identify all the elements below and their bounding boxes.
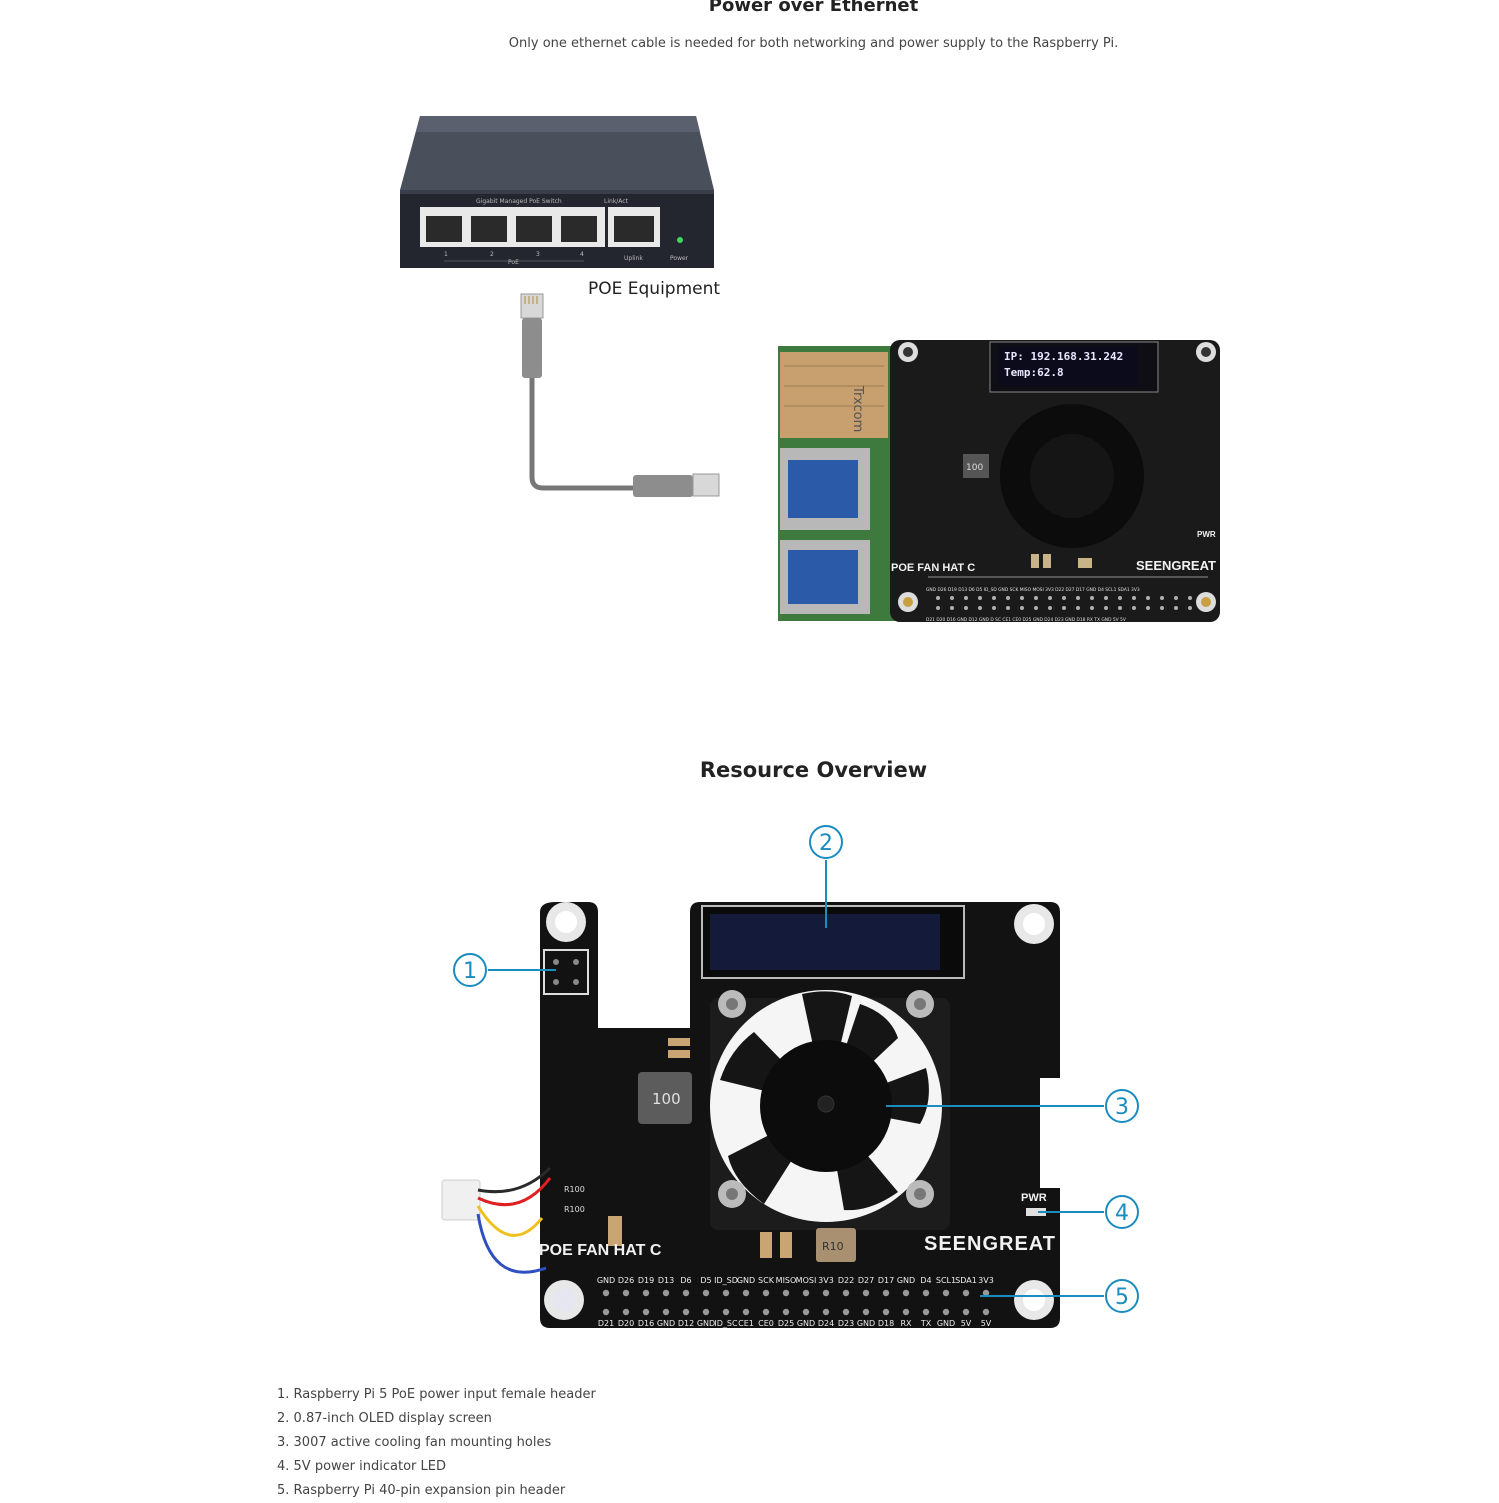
pin-label: D17 — [878, 1276, 894, 1285]
pin-labels-bottom-photo: D21 D20 D16 GND D12 GND D SC CE1 CE0 D25… — [926, 617, 1126, 623]
feature-item-1: 1. Raspberry Pi 5 PoE power input female… — [277, 1387, 596, 1402]
pin-label: D27 — [858, 1276, 874, 1285]
pin-label: GND — [597, 1276, 615, 1285]
pin-label: D20 — [618, 1319, 634, 1328]
pin-label: D24 — [818, 1319, 834, 1328]
pin-label: CE0 — [758, 1319, 774, 1328]
pin-label: MOSI — [796, 1276, 817, 1285]
callout-5: 5 — [1115, 1285, 1129, 1310]
pin-label: 5V — [961, 1319, 972, 1328]
fan-connector — [441, 1179, 481, 1221]
pin-label: SCK — [758, 1276, 775, 1285]
callout-1: 1 — [463, 959, 477, 984]
pin-label: 3V3 — [978, 1276, 994, 1285]
pin-label: GND — [797, 1319, 815, 1328]
pin-label: ID_SD — [714, 1276, 738, 1285]
callout-3: 3 — [1115, 1095, 1129, 1120]
pi-with-poe-hat-image: Trxcom 100 GND D26 D19 D13 D6 D5 ID_SD G… — [778, 340, 1220, 623]
section-subtitle-poe: Only one ethernet cable is needed for bo… — [508, 36, 1119, 51]
pin-label: GND — [897, 1276, 915, 1285]
pin-label: SCL1 — [936, 1276, 956, 1285]
callout-2: 2 — [819, 831, 833, 856]
poe-input-header — [543, 949, 589, 995]
pwr-label: PWR — [1021, 1192, 1047, 1204]
inductor-label: 100 — [652, 1090, 681, 1108]
pin-label: D21 — [598, 1319, 614, 1328]
switch-power-label: Power — [670, 255, 689, 262]
feature-item-4: 4. 5V power indicator LED — [277, 1459, 446, 1474]
pin-label: D23 — [838, 1319, 854, 1328]
inductor-label-photo: 100 — [966, 463, 983, 473]
brand-logo: SEENGREAT — [924, 1233, 1056, 1255]
feature-list: 1. Raspberry Pi 5 PoE power input female… — [277, 1383, 596, 1503]
feature-item-3: 3. 3007 active cooling fan mounting hole… — [277, 1435, 552, 1450]
resistor-label-2: R100 — [564, 1205, 585, 1214]
pin-label: D13 — [658, 1276, 674, 1285]
pin-label: D22 — [838, 1276, 854, 1285]
switch-model-label: Gigabit Managed PoE Switch — [476, 198, 562, 205]
switch-port-4: 4 — [580, 251, 584, 258]
pin-label: GND — [657, 1319, 675, 1328]
pin-label: GND — [737, 1276, 755, 1285]
pin-label: GND — [937, 1319, 955, 1328]
callout-4: 4 — [1115, 1201, 1129, 1226]
switch-linkact-label: Link/Act — [604, 198, 629, 205]
poe-switch-image: Gigabit Managed PoE Switch Link/Act 1 2 … — [400, 116, 714, 268]
section-title-poe: Power over Ethernet — [708, 0, 919, 16]
pin-label: D25 — [778, 1319, 794, 1328]
pin-label: D16 — [638, 1319, 654, 1328]
pin-label: TX — [920, 1319, 932, 1328]
pin-label: SDA1 — [955, 1276, 977, 1285]
pin-label: 5V — [981, 1319, 992, 1328]
feature-item-5: 5. Raspberry Pi 40-pin expansion pin hea… — [277, 1483, 566, 1498]
pin-label: D4 — [920, 1276, 931, 1285]
pin-label: GND — [697, 1319, 715, 1328]
switch-poe-label: PoE — [508, 259, 519, 266]
switch-port-2: 2 — [490, 251, 494, 258]
pin-label: D26 — [618, 1276, 634, 1285]
pin-label: CE1 — [738, 1319, 754, 1328]
pin-label: ID_SC — [714, 1319, 738, 1328]
pin-label: D19 — [638, 1276, 654, 1285]
pin-label: RX — [900, 1319, 912, 1328]
pwr-label-photo: PWR — [1197, 530, 1216, 539]
inductor — [638, 1072, 692, 1124]
switch-port-3: 3 — [536, 251, 540, 258]
board-name-photo: POE FAN HAT C — [891, 562, 976, 574]
pin-label: MISO — [776, 1276, 797, 1285]
switch-uplink-label: Uplink — [624, 255, 643, 262]
feature-item-2: 2. 0.87-inch OLED display screen — [277, 1411, 492, 1426]
inductor2-label: R10 — [822, 1240, 844, 1253]
ethernet-cable-image — [520, 293, 720, 497]
pin-label: 3V3 — [818, 1276, 834, 1285]
pin-label: D12 — [678, 1319, 694, 1328]
oled-ip-text: IP: 192.168.31.242 — [1004, 350, 1124, 363]
resistor-label-1: R100 — [564, 1185, 585, 1194]
pin-labels-top-photo: GND D26 D19 D13 D6 D5 ID_SD GND SCK MISO… — [926, 587, 1140, 593]
pin-label: D18 — [878, 1319, 894, 1328]
poe-equipment-label: POE Equipment — [588, 279, 721, 299]
pin-label: D6 — [680, 1276, 691, 1285]
brand-photo: SEENGREAT — [1136, 558, 1216, 573]
section-title-resource: Resource Overview — [699, 758, 928, 782]
jack-vendor-label: Trxcom — [850, 385, 865, 432]
board-name: POE FAN HAT C — [539, 1242, 662, 1259]
pin-label: GND — [857, 1319, 875, 1328]
switch-port-1: 1 — [444, 251, 448, 258]
pwr-led — [1026, 1208, 1046, 1216]
oled-temp-text: Temp:62.8 — [1004, 366, 1064, 379]
pin-label: D5 — [700, 1276, 711, 1285]
